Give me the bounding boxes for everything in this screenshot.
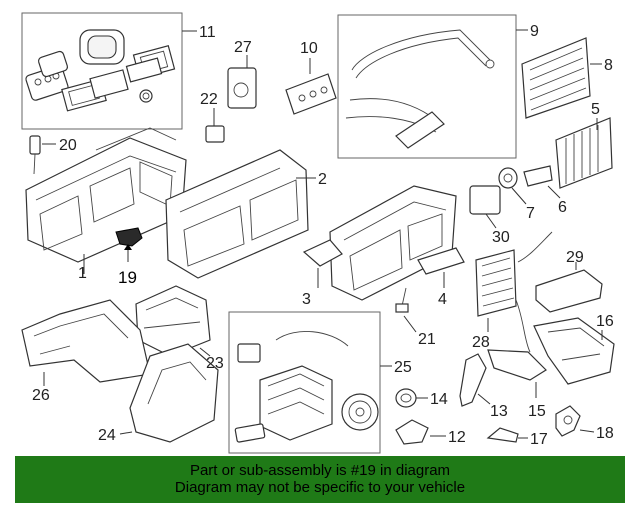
callout-labels: 11 27 10 9 8 22 5 20 2 7 6 1 30 19 29 3 … [32,23,614,448]
part-5 [555,117,613,189]
callout-14: 14 [430,391,448,408]
callout-22: 22 [200,91,218,108]
part-17 [486,427,528,443]
callout-25: 25 [394,359,412,376]
part-30 [469,185,501,229]
part-24 [119,343,219,443]
group-box-25 [228,311,381,454]
callout-27: 27 [234,39,252,56]
callout-20: 20 [59,137,77,154]
callout-2: 2 [318,171,327,188]
callout-5: 5 [591,101,600,118]
callout-16: 16 [596,313,614,330]
callout-28: 28 [472,334,490,351]
callout-9: 9 [530,23,539,40]
callout-10: 10 [300,40,318,57]
info-banner: Part or sub-assembly is #19 in diagram D… [15,456,625,503]
part-10 [285,58,337,115]
callout-19: 19 [118,268,137,287]
part-22 [205,108,225,143]
callout-12: 12 [448,429,466,446]
part-19-highlighted [115,227,143,262]
callout-4: 4 [438,291,447,308]
part-29 [535,262,603,313]
part-27 [227,55,257,109]
banner-line-1: Part or sub-assembly is #19 in diagram [189,462,451,479]
part-4 [417,247,465,288]
part-15 [487,349,547,398]
part-3 [302,185,457,301]
callout-30: 30 [492,229,510,246]
callout-18: 18 [596,425,614,442]
part-13 [459,353,491,407]
part-12 [395,419,446,445]
part-18 [555,405,595,437]
part-28 [475,231,553,353]
part-26 [21,299,151,386]
callout-29: 29 [566,249,584,266]
callout-13: 13 [490,403,508,420]
callout-24: 24 [98,427,116,444]
part-21 [395,287,417,333]
part-7 [498,167,527,205]
callout-6: 6 [558,199,567,216]
callout-23: 23 [206,355,224,372]
hvac-exploded-diagram: 11 27 10 9 8 22 5 20 2 7 6 1 30 19 29 3 … [21,12,615,454]
callout-15: 15 [528,403,546,420]
part-group-25 [228,311,392,454]
group-box-11 [21,12,183,130]
callout-3: 3 [302,291,311,308]
part-23 [135,285,211,357]
part-2 [165,149,316,279]
callout-1: 1 [78,265,87,282]
callout-21: 21 [418,331,436,348]
part-group-9 [337,14,528,159]
group-box-9 [337,14,517,159]
part-1 [25,127,187,274]
callout-11: 11 [199,24,216,41]
part-group-11 [21,12,197,130]
callout-7: 7 [526,205,535,222]
banner-line-2: Diagram may not be specific to your vehi… [174,479,466,496]
part-20 [29,135,56,175]
part-16 [533,317,615,385]
callout-17: 17 [530,431,548,448]
part-6 [523,165,561,199]
callout-8: 8 [604,57,613,74]
part-8 [521,37,602,119]
callout-26: 26 [32,387,50,404]
part-14 [395,388,428,408]
